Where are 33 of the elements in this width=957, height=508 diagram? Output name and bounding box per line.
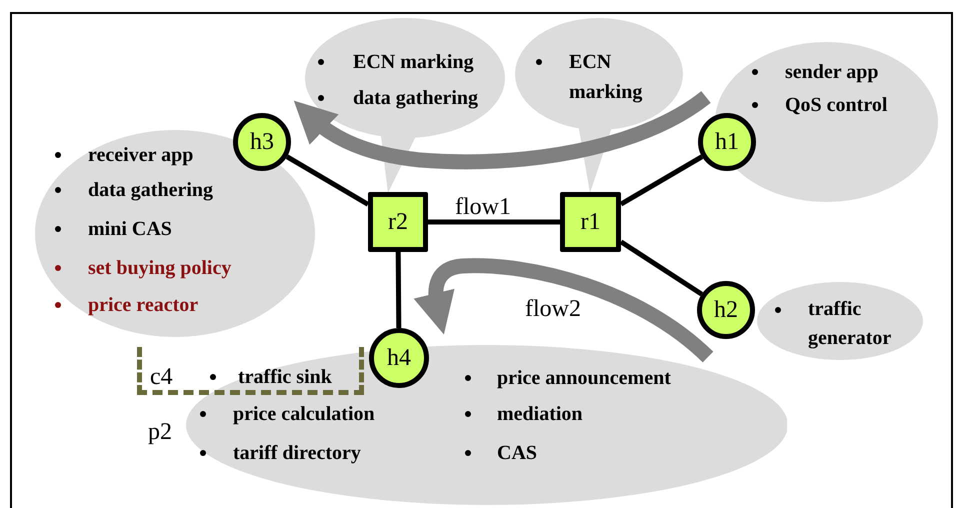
list-item-text: receiver app [88,143,194,168]
dashed-box [137,347,364,395]
link-line [428,220,560,224]
list-item-text: data gathering [88,178,213,203]
router-box: r2 [368,192,428,252]
list-item-text: mini CAS [88,217,172,242]
list-item-text: mediation [497,402,583,427]
region-label: p2 [148,419,172,445]
list-item-text: QoS control [785,93,888,118]
router-box: r1 [560,192,621,252]
link-line [286,154,370,206]
list-item-text: ECN marking [353,50,474,75]
list-item-text: set buying policy [88,256,232,281]
list-item-text: price announcement [497,366,671,391]
list-item-text: price reactor [88,293,198,318]
list-item-text: ECN marking [569,50,644,105]
list-item-text: CAS [497,441,538,466]
list-item-text: price calculation [233,402,375,427]
callout-ellipse [757,282,923,360]
link-line [620,240,704,296]
list-item-text: data gathering [353,86,478,111]
list-item-text: sender app [785,60,879,85]
callout-ellipse [715,42,938,202]
list-item-text: tariff directory [233,441,361,466]
list-item-text: traffic sink [238,365,332,390]
list-item-text: traffic generator [808,297,892,351]
region-label: c4 [150,364,173,390]
speech-bubble [515,18,683,193]
flow-label: flow2 [525,295,581,323]
flow-label: flow1 [455,193,511,221]
speech-bubble [305,18,505,193]
callout-ellipse [35,130,315,337]
link-line [396,252,402,328]
